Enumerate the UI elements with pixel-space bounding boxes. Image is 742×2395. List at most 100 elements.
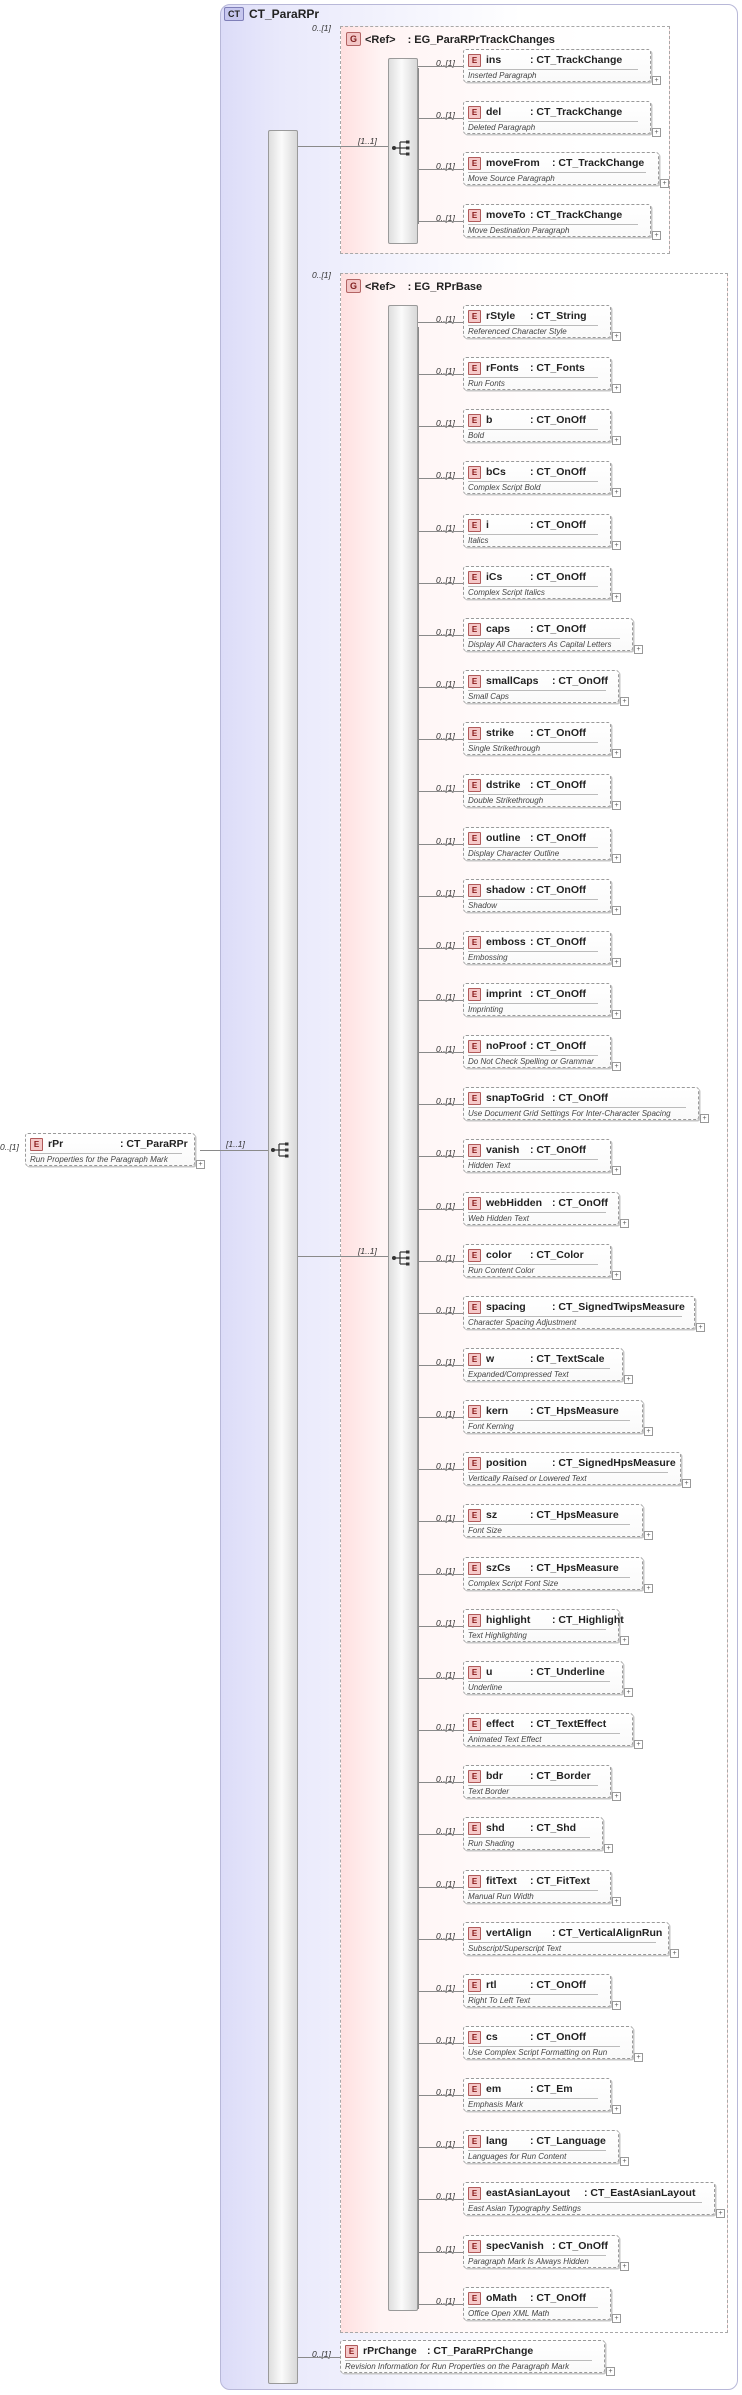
expand-icon[interactable]: +: [612, 2105, 621, 2114]
expand-icon[interactable]: +: [612, 1010, 621, 1019]
expand-icon[interactable]: +: [612, 1062, 621, 1071]
expand-icon[interactable]: +: [634, 2053, 643, 2062]
expand-icon[interactable]: +: [612, 749, 621, 758]
expand-icon[interactable]: +: [612, 593, 621, 602]
connector-line: [418, 478, 463, 479]
expand-icon[interactable]: +: [624, 1688, 633, 1697]
expand-icon[interactable]: +: [716, 2209, 725, 2218]
expand-icon[interactable]: +: [634, 1740, 643, 1749]
expand-icon[interactable]: +: [644, 1531, 653, 1540]
expand-icon[interactable]: +: [612, 854, 621, 863]
expand-icon[interactable]: +: [612, 436, 621, 445]
connector-line: [418, 1313, 463, 1314]
expand-icon[interactable]: +: [612, 541, 621, 550]
expand-icon[interactable]: +: [620, 2262, 629, 2271]
expand-icon[interactable]: +: [644, 1584, 653, 1593]
expand-icon[interactable]: +: [700, 1114, 709, 1123]
expand-icon[interactable]: +: [612, 801, 621, 810]
expand-icon[interactable]: +: [620, 1219, 629, 1228]
expand-icon[interactable]: +: [612, 1271, 621, 1280]
expand-icon[interactable]: +: [612, 2001, 621, 2010]
expand-icon[interactable]: +: [604, 1844, 613, 1853]
expand-icon[interactable]: +: [620, 2157, 629, 2166]
expand-icon[interactable]: +: [652, 128, 661, 137]
expand-icon[interactable]: +: [620, 697, 629, 706]
expand-icon[interactable]: +: [652, 76, 661, 85]
expand-icon[interactable]: +: [670, 1949, 679, 1958]
expand-icon[interactable]: +: [660, 179, 669, 188]
group-name: : EG_ParaRPrTrackChanges: [407, 34, 555, 46]
expand-icon[interactable]: +: [612, 906, 621, 915]
expand-icon[interactable]: +: [612, 488, 621, 497]
expand-icon[interactable]: +: [682, 1479, 691, 1488]
expand-icon[interactable]: +: [612, 1166, 621, 1175]
element-type: : CT_TrackChange: [530, 54, 623, 66]
expand-icon[interactable]: +: [620, 1636, 629, 1645]
expand-icon[interactable]: +: [624, 1375, 633, 1384]
connector-line: [418, 896, 463, 897]
expand-icon[interactable]: +: [634, 645, 643, 654]
expand-icon[interactable]: +: [196, 1160, 205, 1169]
expand-icon[interactable]: +: [612, 2314, 621, 2323]
expand-icon[interactable]: +: [652, 231, 661, 240]
expand-icon[interactable]: +: [612, 1897, 621, 1906]
expand-icon[interactable]: +: [606, 2367, 615, 2376]
element-name: shd: [486, 1822, 505, 1834]
expand-icon[interactable]: +: [612, 332, 621, 341]
expand-icon[interactable]: +: [696, 1323, 705, 1332]
expand-icon[interactable]: +: [612, 1792, 621, 1801]
multiplicity-label: 0..[1]: [436, 731, 455, 741]
element-badge-icon: E: [468, 2292, 481, 2305]
expand-icon[interactable]: +: [612, 958, 621, 967]
expand-icon[interactable]: +: [644, 1427, 653, 1436]
expand-icon[interactable]: +: [612, 384, 621, 393]
